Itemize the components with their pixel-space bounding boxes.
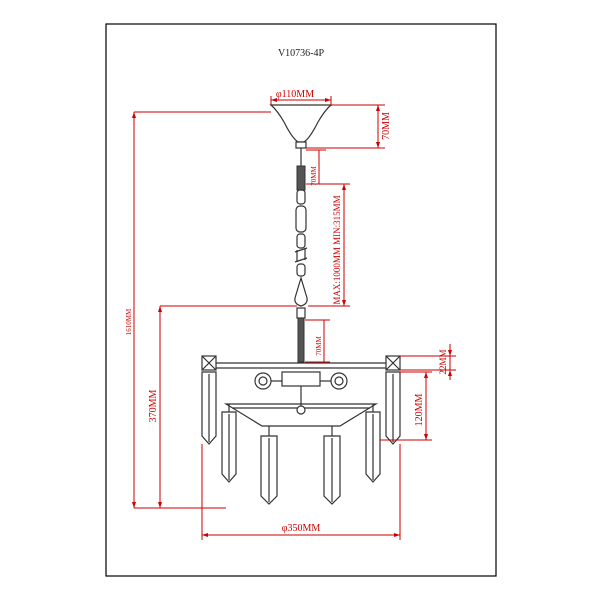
label-frame-top: 22MM: [438, 349, 448, 374]
dimension-lines: [132, 96, 456, 540]
label-chain-length: MAX:1000MM MIN:315MM: [332, 195, 342, 304]
label-chain-top-gap: 70MM: [310, 166, 318, 186]
hook: [294, 275, 308, 307]
bulb-right: [330, 372, 348, 390]
top-connector: [296, 165, 306, 191]
inner-dish: [223, 403, 379, 427]
chandelier-outline: [201, 104, 401, 505]
chain: [294, 189, 308, 277]
label-canopy-diameter: φ110MM: [276, 89, 314, 100]
label-total-height: 1610MM: [125, 308, 133, 335]
crystal-front-right: [323, 435, 341, 505]
central-hub: [281, 371, 321, 387]
crystal-front-left: [260, 435, 278, 505]
frame-end-right: [385, 355, 401, 371]
canopy: [269, 104, 333, 143]
label-rod-length: 70MM: [315, 336, 323, 356]
label-body-diameter: φ350MM: [282, 523, 321, 534]
bulb-left: [254, 372, 272, 390]
model-title: V10736-4P: [278, 48, 325, 59]
label-canopy-height: 70MM: [381, 112, 392, 140]
down-rod: [297, 317, 305, 363]
dish-center: [296, 405, 306, 415]
rod-cap: [296, 307, 306, 319]
canopy-cap: [295, 141, 307, 149]
crystal-back-left: [221, 411, 237, 483]
crystal-outer-left: [201, 371, 217, 445]
crystal-back-right: [365, 411, 381, 483]
label-crystal-height: 120MM: [414, 394, 425, 427]
label-body-height: 370MM: [148, 390, 159, 423]
crystal-outer-right: [385, 371, 401, 445]
drawing-frame: [105, 23, 497, 577]
frame-end-left: [201, 355, 217, 371]
